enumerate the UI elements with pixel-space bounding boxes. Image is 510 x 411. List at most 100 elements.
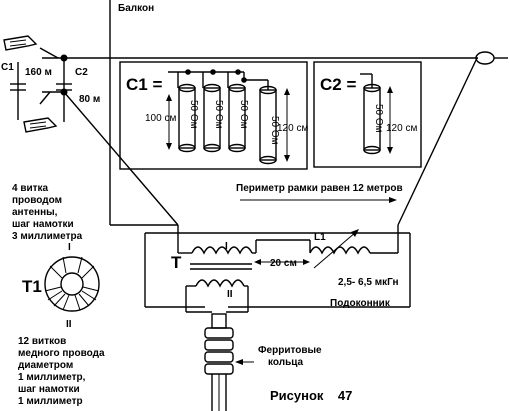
c1-side-label: С1 [1, 62, 14, 73]
c1-length-label: 160 м [25, 67, 52, 78]
c1-dim-100-arrow-down [166, 143, 172, 150]
c1-box: С1 = 50 Ом 50 Ом 50 Ом 50 Ом [119, 61, 308, 170]
c1-bus-node-3 [235, 69, 241, 75]
switch-contact-top [39, 47, 59, 59]
t1-winding-2-label: II [66, 319, 72, 330]
c2-cable-top [363, 83, 381, 93]
ferrite-label-line-1: Ферритовые [258, 345, 322, 356]
insulator-ring [475, 51, 495, 65]
c2-cable-bottom [363, 145, 381, 155]
c1-box-frame [119, 61, 308, 170]
c1-cable-4-top [259, 85, 277, 95]
c2-cable [363, 87, 381, 151]
winding-2-label: II [227, 289, 233, 300]
toroid-t1: 4 витка проводом антенны, шаг намотки 3 … [12, 183, 105, 407]
sill-label: Подоконник [330, 298, 391, 309]
gap-20-arrow-right [303, 259, 310, 265]
c1-cable-3-top [228, 83, 246, 93]
c1-cable-2-top [203, 83, 221, 93]
copper-note-line-3: диаметром [18, 360, 73, 371]
t1-bot-turn-6 [78, 293, 90, 307]
transformer-t-label: Т [171, 253, 182, 272]
coax-connector-cap [211, 313, 227, 329]
t1-top-turn-2 [77, 256, 83, 274]
c1-dim-120-label: 120 см [277, 123, 308, 134]
c1-bus-node-2 [210, 69, 216, 75]
c1-cable-1-top [178, 83, 196, 93]
t1-bot-turn-4 [62, 294, 70, 311]
clip-icon-top [3, 35, 38, 51]
c1-bus-node-1 [185, 69, 191, 75]
t1-label: Т1 [22, 277, 42, 296]
c1-bus-node-4 [241, 77, 247, 83]
c1-cable-1-label: 50 Ом [188, 100, 199, 129]
coil-2-winding [195, 279, 245, 288]
c2-box: С2 = 50 Ом 120 см [313, 61, 422, 168]
t1-top-turn-3 [49, 265, 63, 279]
ferrite-ring-3 [204, 351, 234, 363]
coupling-section: L1 20 см 2,5- 6,5 мкГн Т I II [171, 225, 399, 313]
switch-contact-bottom [39, 91, 51, 105]
c1-dim-120-arrow-up [284, 88, 290, 95]
t1-top-turn-1 [62, 256, 67, 274]
gap-20-label: 20 см [270, 258, 297, 269]
c2-length-label: 80 м [79, 94, 100, 105]
copper-note-line-6: 1 миллиметр [18, 396, 83, 407]
c1-cable-1 [178, 87, 196, 149]
perimeter-note: Периметр рамки равен 12 метров [236, 183, 403, 194]
left-diagonal-wire [63, 91, 179, 226]
toroid-outer [44, 256, 100, 312]
c2-box-frame [313, 61, 422, 168]
winding-1-label: I [225, 241, 228, 252]
c1-cable-2-bottom [203, 143, 221, 153]
copper-note-line-4: 1 миллиметр, [18, 372, 86, 383]
coil-l1-winding [309, 246, 371, 255]
antenna-note-line-4: шаг намотки [12, 219, 74, 230]
c1-dim-100-label: 100 см [145, 113, 176, 124]
c2-cable-label: 50 Ом [373, 104, 384, 133]
c1-box-title: С1 = [126, 75, 162, 94]
clip-icon-bottom [23, 117, 58, 133]
clip-teeth-top [9, 39, 27, 47]
main-wiring [3, 0, 508, 226]
t1-bot-turn-5 [74, 294, 81, 311]
balcony-label: Балкон [118, 3, 154, 14]
t1-bot-turn-3 [53, 293, 66, 307]
antenna-note-line-3: антенны, [12, 207, 58, 218]
window-sill-frame: Подоконник [144, 232, 411, 309]
copper-note-line-1: 12 витков [18, 336, 66, 347]
coax-feedline: Ферритовые кольца [204, 313, 322, 411]
c1-cable-4 [259, 89, 277, 161]
coil-1-winding [191, 246, 253, 255]
c1-cable-3-label: 50 Ом [238, 100, 249, 129]
c1-cable-4-bottom [259, 155, 277, 165]
ferrite-ring-4 [204, 363, 234, 375]
t1-bot-turn-7 [81, 290, 97, 301]
antenna-note-line-5: 3 миллиметра [12, 231, 83, 242]
copper-note-line-5: шаг намотки [18, 384, 80, 395]
antenna-note-line-1: 4 витка [12, 183, 49, 194]
copper-note-line-2: медного провода [18, 348, 105, 359]
c1-cable-3 [228, 87, 246, 149]
c1-dim-120-arrow-down [284, 155, 290, 162]
ferrite-ring-1 [204, 327, 234, 339]
gap-20-arrow-left [254, 259, 261, 265]
figure-caption: Рисунок 47 [270, 388, 352, 403]
c1-cable-2-label: 50 Ом [213, 100, 224, 129]
c2-dim-120-arrow-up [387, 86, 393, 93]
inductance-label: 2,5- 6,5 мкГн [338, 277, 399, 288]
right-diagonal-wire [397, 57, 478, 226]
t1-winding-1-label: I [68, 242, 71, 253]
c2-side-label: С2 [75, 67, 88, 78]
t1-bot-turn-1 [44, 286, 62, 292]
t1-bot-turn-8 [82, 286, 100, 292]
toroid-inner [60, 272, 84, 296]
clip-teeth-bottom [29, 121, 47, 129]
c1-cable-4-label: 50 Ом [269, 116, 280, 145]
c1-cable-3-bottom [228, 143, 246, 153]
t1-top-turn-4 [81, 265, 95, 279]
ferrite-ring-2 [204, 339, 234, 351]
c1-dim-100-arrow-up [166, 94, 172, 101]
